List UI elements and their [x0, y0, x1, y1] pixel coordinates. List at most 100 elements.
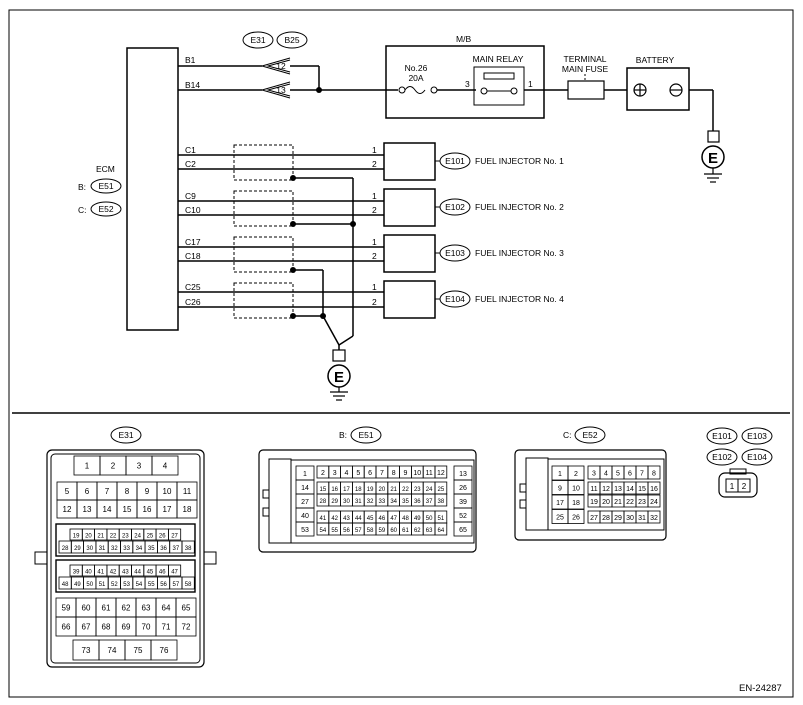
svg-text:2: 2 [742, 482, 747, 491]
pin-cell [181, 540, 195, 554]
pin-label: 75 [134, 646, 143, 655]
pin-label: 23 [638, 499, 646, 506]
pin-label: 24 [134, 534, 141, 540]
pin-label: 23 [414, 487, 421, 493]
svg-text:1: 1 [372, 191, 377, 201]
pin-label: 30 [86, 546, 93, 552]
svg-text:E51: E51 [358, 430, 373, 440]
injector-circuit-4: C25 C26 1 2 E104 FUEL INJECTOR No. 4 [178, 280, 564, 319]
pin-label: 54 [320, 528, 327, 534]
pin-label: 43 [122, 570, 129, 576]
relay-pin-3: 3 [465, 79, 470, 89]
pin-label: 52 [111, 582, 118, 588]
pin-label: 42 [110, 570, 117, 576]
pin-label: 34 [390, 499, 397, 505]
mb-title: M/B [456, 34, 471, 44]
svg-text:E52: E52 [582, 430, 597, 440]
pin-label: 34 [136, 546, 143, 552]
pin-cell [295, 521, 315, 537]
pin-label: 11 [425, 470, 432, 477]
svg-text:FUEL INJECTOR No. 4: FUEL INJECTOR No. 4 [475, 294, 564, 304]
pin-cell [647, 465, 661, 480]
pin-label: 19 [73, 534, 80, 540]
pin-label: 11 [183, 487, 192, 496]
pin-label: 64 [438, 528, 445, 534]
pin-label: 22 [110, 534, 117, 540]
pin-label: 5 [616, 471, 620, 478]
pin-label: 24 [650, 499, 658, 506]
pin-cell [567, 480, 585, 495]
pin-label: 59 [379, 528, 386, 534]
joint-pin-12: 12 [276, 61, 286, 71]
svg-text:E101: E101 [712, 431, 732, 441]
pin-label: 19 [367, 487, 374, 493]
battery-box [626, 67, 690, 111]
fuse-symbol [404, 86, 426, 94]
pin-label: 50 [86, 582, 93, 588]
pin-cell [176, 499, 198, 519]
pin-label: 4 [604, 471, 608, 478]
pin-label: 38 [438, 499, 445, 505]
pin-label: 3 [592, 471, 596, 478]
fuse-terminal-right [430, 86, 438, 94]
pin-label: 58 [185, 582, 192, 588]
pin-cell [453, 521, 473, 537]
pin-label: 12 [602, 486, 610, 493]
pin-label: 20 [602, 499, 610, 506]
pin-label: 20 [85, 534, 92, 540]
pin-label: 12 [63, 505, 72, 514]
svg-text:C18: C18 [185, 251, 201, 261]
pin-label: 1 [85, 462, 90, 471]
pin-label: 30 [626, 515, 634, 522]
pin-label: 8 [125, 487, 130, 496]
pin-b1: B1 [185, 55, 196, 65]
svg-text:1: 1 [372, 282, 377, 292]
pin-label: 13 [459, 471, 467, 478]
svg-text:2: 2 [372, 159, 377, 169]
svg-text:FUEL INJECTOR No. 2: FUEL INJECTOR No. 2 [475, 202, 564, 212]
pin-label: 55 [331, 528, 338, 534]
pin-cell [567, 494, 585, 510]
pin-label: 50 [426, 516, 433, 522]
svg-text:C2: C2 [185, 159, 196, 169]
pin-label: 57 [173, 582, 180, 588]
svg-text:1: 1 [372, 237, 377, 247]
pin-label: 44 [355, 516, 362, 522]
pin-b14: B14 [185, 80, 200, 90]
pin-label: 10 [572, 486, 580, 493]
pin-label: 32 [111, 546, 118, 552]
pin-label: 15 [320, 487, 327, 493]
pin-label: 74 [108, 646, 117, 655]
svg-text:C10: C10 [185, 205, 201, 215]
pin-label: 14 [301, 485, 309, 492]
pin-label: 11 [590, 486, 597, 493]
pin-label: 7 [105, 487, 110, 496]
pin-cell [647, 494, 661, 508]
pin-label: 44 [134, 570, 141, 576]
pin-cell [434, 465, 448, 479]
pin-label: 16 [650, 486, 658, 493]
pin-label: 29 [74, 546, 81, 552]
pin-label: 67 [82, 623, 91, 632]
pin-label: 41 [320, 516, 327, 522]
pin-label: 13 [614, 486, 622, 493]
svg-text:E103: E103 [445, 248, 465, 258]
pin-block-frame [55, 523, 196, 557]
pin-label: 26 [572, 515, 580, 522]
pin-label: 56 [160, 582, 167, 588]
pin-label: 33 [123, 546, 130, 552]
pin-cell [181, 576, 195, 590]
pin-block-frame [55, 559, 196, 593]
svg-text:E103: E103 [747, 431, 767, 441]
pin-label: 32 [367, 499, 374, 505]
pin-label: 4 [163, 462, 168, 471]
ecm-ground-letter: E [334, 369, 344, 386]
pin-label: 3 [137, 462, 142, 471]
pin-label: 37 [426, 499, 433, 505]
pin-label: 52 [459, 513, 467, 520]
main-fuse-line2: MAIN FUSE [562, 64, 609, 74]
pin-cell [647, 510, 661, 524]
top-connector-oval-1 [242, 31, 274, 49]
main-relay-label: MAIN RELAY [473, 54, 524, 64]
pin-label: 4 [345, 470, 349, 477]
